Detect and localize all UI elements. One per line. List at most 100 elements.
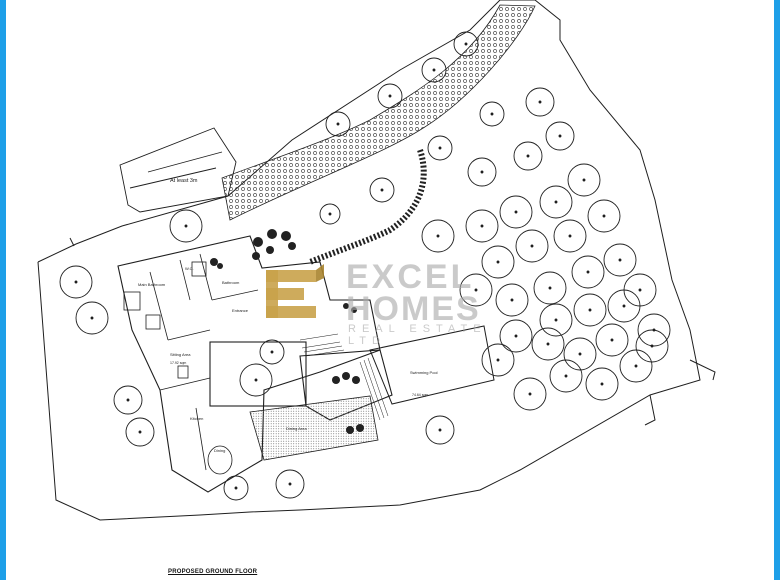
tree-trunk-icon (586, 270, 590, 274)
kitchen-label: Kitchen (190, 416, 203, 421)
tree-icon (113, 385, 143, 415)
tree-trunk-icon (530, 244, 534, 248)
tree-trunk-icon (126, 398, 130, 402)
tree-trunk-icon (558, 134, 562, 138)
shrub-icon (210, 229, 364, 434)
tree-trunk-icon (184, 224, 188, 228)
pool-label: Swimming Pool (410, 370, 438, 375)
tree-icon (259, 339, 285, 365)
frame-edge-right (774, 0, 780, 580)
tree-trunk-icon (618, 258, 622, 262)
tree-icon (603, 243, 637, 277)
tree-icon (459, 273, 493, 307)
tree-icon (223, 475, 249, 501)
tree-trunk-icon (610, 338, 614, 342)
tree-trunk-icon (650, 344, 654, 348)
tree-trunk-icon (496, 260, 500, 264)
site-boundary (37, 0, 716, 521)
tree-trunk-icon (582, 178, 586, 182)
pool-size: 74.64 sqm (412, 393, 428, 397)
tree-icon (637, 313, 671, 347)
tree-icon (59, 31, 671, 501)
tree-trunk-icon (480, 170, 484, 174)
tree-icon (421, 219, 455, 253)
tree-icon (587, 199, 621, 233)
tree-trunk-icon (538, 100, 542, 104)
tree-icon (623, 273, 657, 307)
tree-icon (539, 185, 573, 219)
tree-icon (513, 141, 543, 171)
tree-trunk-icon (464, 42, 468, 46)
tree-trunk-icon (288, 482, 292, 486)
tree-trunk-icon (480, 224, 484, 228)
tree-icon (427, 135, 453, 161)
tree-icon (567, 163, 601, 197)
tree-icon (573, 293, 607, 327)
tree-icon (549, 359, 583, 393)
tree-trunk-icon (554, 200, 558, 204)
stone-wall (308, 149, 427, 265)
tree-icon (325, 111, 351, 137)
bathroom-label: Bathroom (222, 280, 240, 285)
tree-trunk-icon (438, 428, 442, 432)
tree-trunk-icon (74, 280, 78, 284)
tree-icon (539, 303, 573, 337)
tree-icon (533, 271, 567, 305)
tree-icon (585, 367, 619, 401)
tree-icon (545, 121, 575, 151)
dining-table (207, 445, 233, 475)
entrance-label: Entrance (232, 308, 249, 313)
tree-trunk-icon (328, 212, 332, 216)
tree-icon (553, 219, 587, 253)
tree-trunk-icon (638, 288, 642, 292)
tree-icon (515, 229, 549, 263)
tree-icon (481, 343, 515, 377)
outbuilding (119, 127, 237, 213)
tree-icon (499, 195, 533, 229)
tree-icon (59, 265, 93, 299)
tree-icon (369, 177, 395, 203)
wc-label: W.C. (185, 266, 194, 271)
tree-icon (481, 245, 515, 279)
tree-icon (571, 255, 605, 289)
tree-icon (319, 203, 341, 225)
sitting-area-size: 17.92 sqm (170, 361, 186, 365)
tree-trunk-icon (564, 374, 568, 378)
tree-trunk-icon (634, 364, 638, 368)
tree-icon (595, 323, 629, 357)
tree-trunk-icon (548, 286, 552, 290)
tree-trunk-icon (436, 234, 440, 238)
tree-icon (453, 31, 479, 57)
tree-trunk-icon (568, 234, 572, 238)
tree-icon (421, 57, 447, 83)
tree-icon (635, 329, 669, 363)
steps (299, 333, 389, 421)
tree-icon (125, 417, 155, 447)
tree-icon (525, 87, 555, 117)
tree-trunk-icon (380, 188, 384, 192)
tree-icon (239, 363, 273, 397)
tree-icon (169, 209, 203, 243)
tree-trunk-icon (514, 334, 518, 338)
swimming-pool (369, 325, 495, 405)
dining-terrace (249, 395, 379, 461)
setback-label: At least 3m (170, 178, 198, 184)
tree-icon (275, 469, 305, 499)
tree-trunk-icon (90, 316, 94, 320)
sitting-area-label: Sitting Area (170, 352, 191, 357)
tree-icon (499, 319, 533, 353)
tree-trunk-icon (490, 112, 494, 116)
tree-trunk-icon (438, 146, 442, 150)
dining-label: Dining (214, 448, 225, 453)
tree-trunk-icon (270, 350, 274, 354)
tree-trunk-icon (514, 210, 518, 214)
tree-trunk-icon (600, 382, 604, 386)
tree-trunk-icon (554, 318, 558, 322)
tree-trunk-icon (432, 68, 436, 72)
tree-icon (465, 209, 499, 243)
tree-icon (513, 377, 547, 411)
tree-trunk-icon (234, 486, 238, 490)
tree-icon (479, 101, 505, 127)
interior-walls (123, 253, 259, 471)
